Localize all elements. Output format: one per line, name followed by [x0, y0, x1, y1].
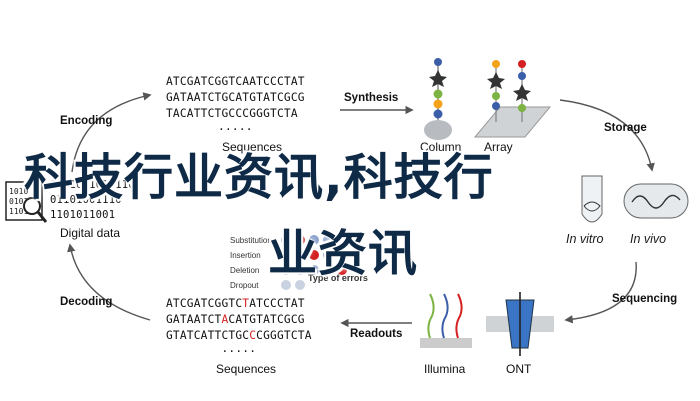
array-caption: Array [484, 140, 513, 154]
in-vivo-caption: In vivo [630, 232, 667, 246]
sequence-line: ATCGATCGGTCTATCCCTAT [166, 297, 305, 310]
error-base: T [242, 297, 250, 310]
error-types-title: Type of errors [308, 273, 368, 283]
storage-arrow [559, 99, 655, 172]
error-row-label: Deletion [230, 266, 260, 275]
svg-text:1010: 1010 [9, 187, 28, 196]
decoding-caption: Sequences [216, 362, 277, 376]
in-vitro-tube [581, 175, 603, 223]
sequence-ellipsis: ..... [221, 342, 257, 355]
binary-line: 1101011001 [50, 209, 116, 221]
sequence-line: ATCGATCGGTCAATCCCTAT [166, 75, 305, 88]
svg-text:1101: 1101 [9, 207, 28, 216]
sequencing-label: Sequencing [612, 293, 678, 305]
illumina-illustration [420, 293, 472, 348]
sequencing-arrow [564, 261, 637, 324]
sequence-line: TACATTCTGCCCGGGTCTA [166, 107, 298, 120]
error-base: A [221, 313, 229, 326]
array-illustration [473, 60, 552, 138]
in-vivo-cell [623, 183, 689, 219]
decoding-label: Decoding [60, 296, 113, 308]
readouts-label: Readouts [350, 328, 403, 340]
overlay-text-line1: 科技行业资讯,科技行 [24, 149, 494, 206]
column-caption: Column [420, 140, 462, 154]
encoding-arrow [71, 92, 152, 173]
in-vitro-caption: In vitro [566, 232, 604, 246]
encoding-label: Encoding [60, 115, 113, 127]
encoding-sequences: ATCGATCGGTCAATCCCTAT GATAATCTGCATGTATCGC… [166, 74, 305, 132]
error-bases [281, 235, 347, 290]
illumina-caption: Illumina [424, 362, 466, 376]
sequence-ellipsis: ..... [218, 120, 253, 133]
error-row-label: Insertion [230, 251, 261, 260]
svg-text:0101: 0101 [9, 197, 28, 206]
error-row-label: Substitution [230, 236, 272, 245]
error-row-label: Dropout [230, 281, 259, 290]
error-base: C [249, 329, 257, 342]
decoding-sequences: ATCGATCGGTCTATCCCTAT GATAATCTACATGTATCGC… [166, 296, 312, 354]
synthesis-label: Synthesis [344, 92, 399, 104]
column-illustration [424, 58, 452, 140]
decoding-arrow [67, 243, 151, 321]
binary-line: 0101001010110 [50, 179, 135, 191]
sequence-line: GATAATCTACATGTATCGCG [166, 313, 305, 326]
magnifier-icon: 1010 0101 1101 [5, 181, 48, 223]
sequence-line: GTATCATTCTGCCCGGGTCTA [166, 329, 312, 342]
ont-caption: ONT [506, 362, 532, 376]
encoding-caption: Sequences [222, 140, 283, 154]
storage-label: Storage [604, 122, 647, 134]
error-types-panel: Substitution Insertion Deletion Dropout … [216, 226, 442, 290]
sequence-line: GATAATCTGCATGTATCGCG [166, 91, 305, 104]
ont-illustration [486, 292, 554, 356]
binary-line: 01101001110 [50, 194, 122, 206]
overlay-text-line2: 业资讯 [268, 225, 419, 282]
digital-data-caption: Digital data [60, 226, 121, 240]
binary-data: 0101001010110 01101001110 1101011001 [50, 178, 135, 223]
